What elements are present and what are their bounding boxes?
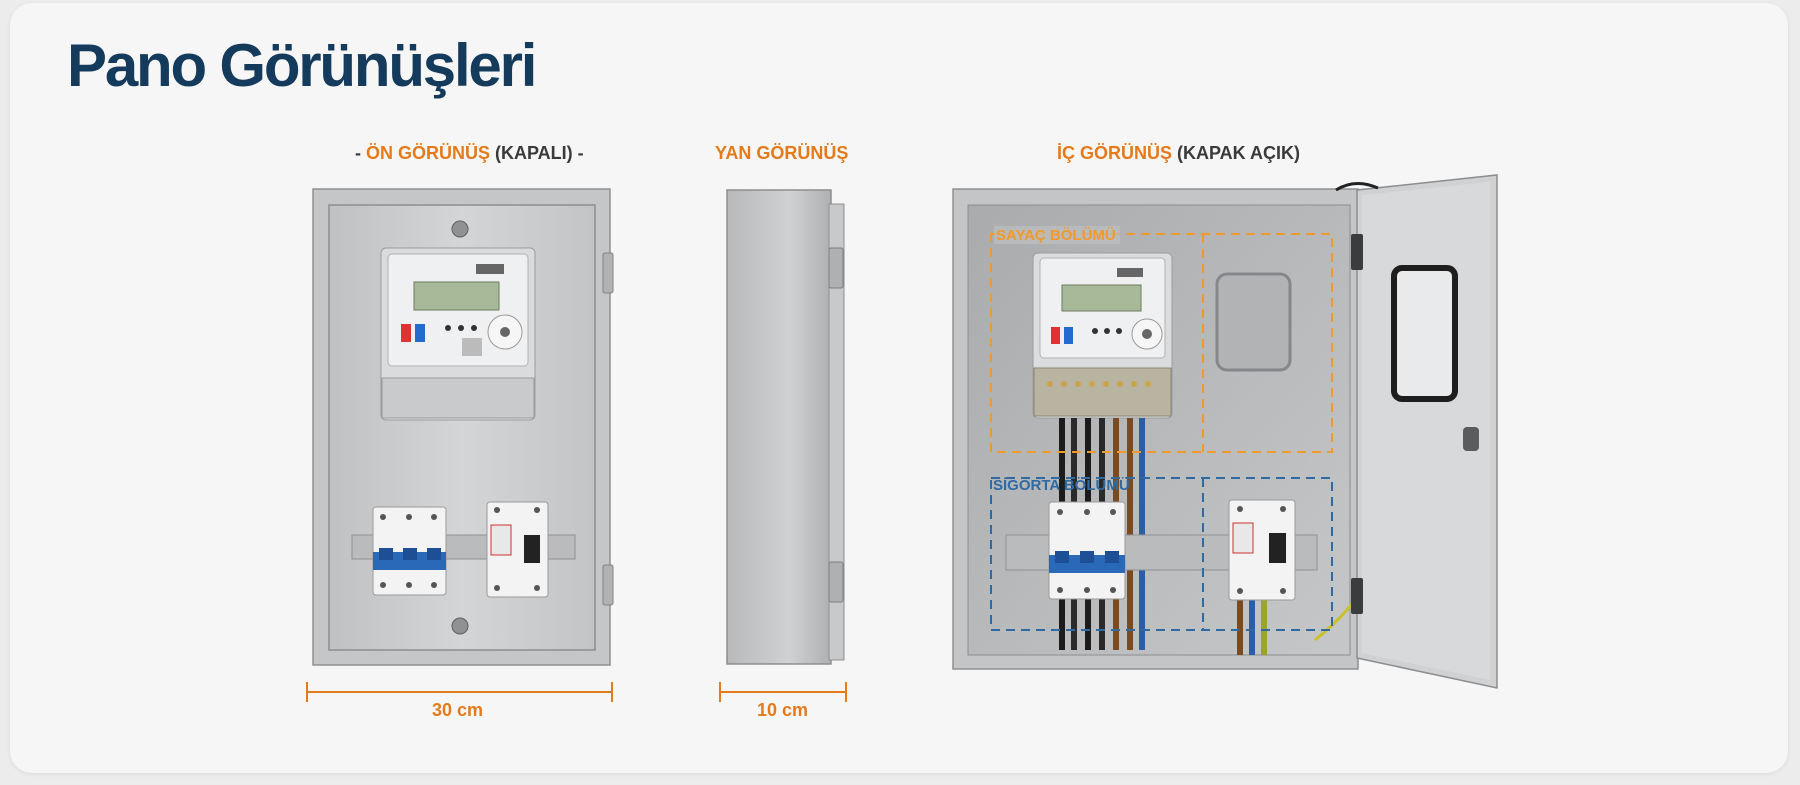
side-depth-label: 10 cm bbox=[757, 700, 809, 720]
screw-icon bbox=[451, 617, 469, 635]
residual-current-device-icon bbox=[1228, 499, 1296, 601]
side-depth-dimension bbox=[719, 682, 847, 702]
electric-meter-icon bbox=[1032, 252, 1173, 419]
circuit-breaker-icon bbox=[372, 506, 447, 596]
hinge-icon bbox=[1351, 234, 1363, 270]
page-title: Pano Görünüşleri bbox=[67, 32, 537, 99]
circuit-breaker-icon bbox=[1048, 501, 1126, 600]
hinge-icon bbox=[828, 247, 844, 289]
hinge-icon bbox=[602, 252, 614, 294]
front-width-label: 30 cm bbox=[432, 700, 484, 720]
front-width-dimension bbox=[306, 682, 613, 702]
ground-strap bbox=[1335, 182, 1379, 192]
meter-window bbox=[1215, 272, 1292, 372]
meter-zone-label: SAYAÇ BÖLÜMÜ bbox=[996, 227, 1116, 244]
interior-caption-suffix: (KAPAK AÇIK) bbox=[1172, 143, 1301, 163]
meter-zone: SAYAÇ BÖLÜMÜ bbox=[990, 226, 1333, 453]
electric-meter-icon bbox=[380, 247, 536, 421]
door-window bbox=[1391, 265, 1458, 402]
side-cabinet bbox=[726, 189, 845, 665]
open-door bbox=[1335, 174, 1498, 689]
front-view-caption: - ÖN GÖRÜNÜŞ (KAPALI) - bbox=[355, 143, 584, 163]
interior-view-caption: İÇ GÖRÜNÜŞ (KAPAK AÇIK) bbox=[1057, 143, 1300, 163]
residual-current-device-icon bbox=[486, 501, 549, 598]
front-caption-prefix: - bbox=[355, 143, 366, 163]
side-caption-highlight: YAN GÖRÜNÜŞ bbox=[715, 143, 849, 163]
hinge-icon bbox=[1351, 578, 1363, 614]
side-view-caption: YAN GÖRÜNÜŞ bbox=[715, 143, 848, 163]
fuse-zone: SİGORTA BÖLÜMÜ bbox=[990, 477, 1333, 631]
hinge-icon bbox=[828, 561, 844, 603]
front-cabinet bbox=[312, 188, 614, 666]
interior-caption-highlight: İÇ GÖRÜNÜŞ bbox=[1057, 143, 1173, 163]
interior-cabinet: SAYAÇ BÖLÜMÜ SİGORTA BÖLÜMÜ bbox=[952, 174, 1498, 689]
lock-icon bbox=[1463, 427, 1479, 451]
fuse-zone-label: SİGORTA BÖLÜMÜ bbox=[993, 477, 1130, 494]
hinge-icon bbox=[602, 564, 614, 606]
front-caption-highlight: ÖN GÖRÜNÜŞ bbox=[366, 143, 491, 163]
screw-icon bbox=[451, 220, 469, 238]
front-caption-suffix: (KAPALI) - bbox=[490, 143, 584, 163]
